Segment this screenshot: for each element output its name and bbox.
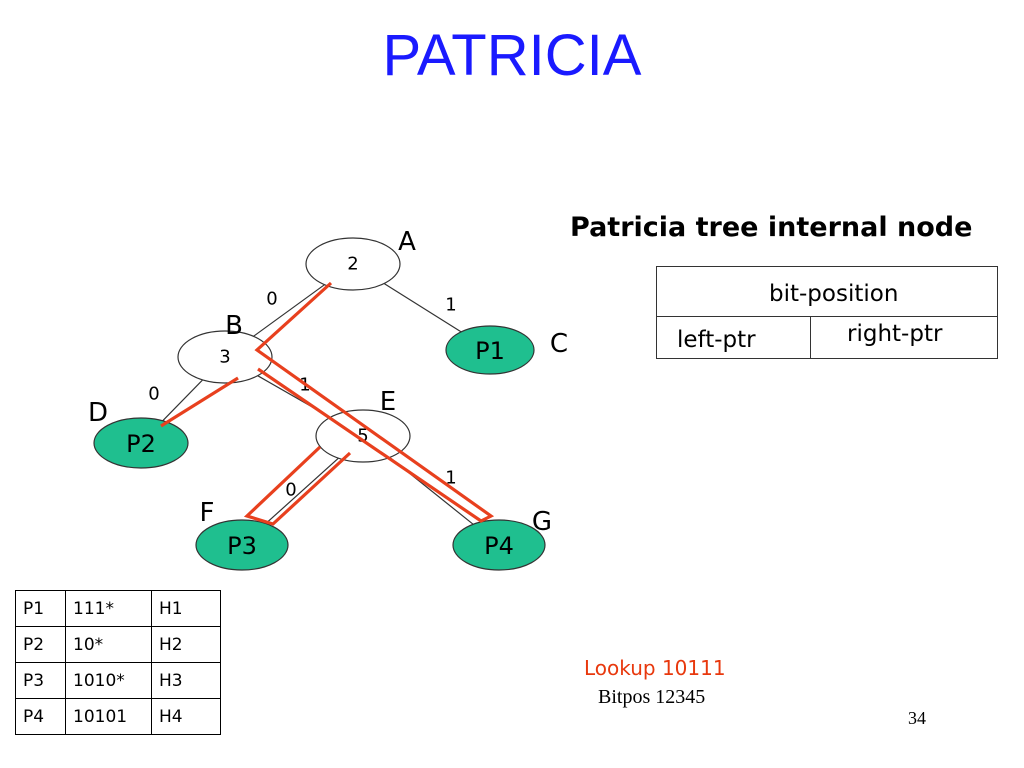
edge-label: 1: [445, 468, 456, 489]
edge-label: 0: [266, 289, 277, 310]
table-cell: H1: [151, 590, 221, 627]
table-cell: 10*: [65, 626, 152, 663]
node-label: B: [225, 311, 243, 341]
node-label: A: [398, 227, 416, 257]
table-cell: 1010*: [65, 662, 152, 699]
lookup-path-segment: [160, 376, 239, 428]
table-cell: P1: [15, 590, 66, 627]
bit-position-cell: bit-position: [657, 267, 997, 317]
node-bit-position: 3: [219, 347, 230, 368]
edge-label: 1: [445, 295, 456, 316]
edge-label: 0: [285, 480, 296, 501]
tree-edge-B-D: [162, 379, 204, 422]
leaf-prefix-label: P2: [126, 430, 156, 458]
left-ptr-label: left-ptr: [677, 327, 756, 353]
leaf-prefix-label: P3: [227, 532, 257, 560]
table-cell: P4: [15, 698, 66, 735]
left-ptr-cell: left-ptr: [657, 317, 811, 359]
node-label: E: [380, 387, 396, 417]
slide-title: PATRICIA: [382, 23, 642, 88]
lookup-text: Lookup 10111: [584, 656, 726, 680]
tree-edge-E-F: [265, 457, 339, 525]
tree-edge-A-B: [253, 284, 325, 337]
table-cell: H3: [151, 662, 221, 699]
table-cell: 10101: [65, 698, 152, 735]
lookup-path-segment: [243, 445, 352, 526]
node-label: C: [550, 329, 568, 359]
node-bit-position: 2: [347, 254, 358, 275]
table-cell: P2: [15, 626, 66, 663]
page-number: 34: [908, 708, 926, 728]
leaf-node-D: [93, 417, 189, 469]
right-ptr-cell: right-ptr: [811, 317, 997, 359]
leaf-prefix-label: P1: [475, 337, 505, 365]
table-cell: H4: [151, 698, 221, 735]
tree-edge-A-C: [383, 282, 462, 333]
table-cell: P3: [15, 662, 66, 699]
table-cell: 111*: [65, 590, 152, 627]
lookup-path-segment: [254, 281, 495, 523]
leaf-node-C: [445, 325, 535, 375]
leaf-node-G: [452, 519, 546, 571]
node-bit-position: 5: [357, 426, 368, 447]
node-structure-title: Patricia tree internal node: [570, 212, 973, 243]
internal-node-A: [305, 237, 401, 291]
node-label: D: [88, 398, 108, 428]
node-label: F: [200, 498, 215, 528]
node-label: G: [532, 507, 552, 537]
edge-label: 0: [148, 384, 159, 405]
leaf-prefix-label: P4: [484, 532, 514, 560]
table-cell: H2: [151, 626, 221, 663]
internal-node-B: [177, 330, 273, 384]
node-structure-box: bit-position left-ptr right-ptr: [656, 266, 998, 359]
bitpos-text: Bitpos 12345: [598, 686, 706, 708]
bit-position-label: bit-position: [769, 281, 899, 307]
right-ptr-label: right-ptr: [847, 321, 943, 347]
leaf-node-F: [195, 519, 289, 571]
